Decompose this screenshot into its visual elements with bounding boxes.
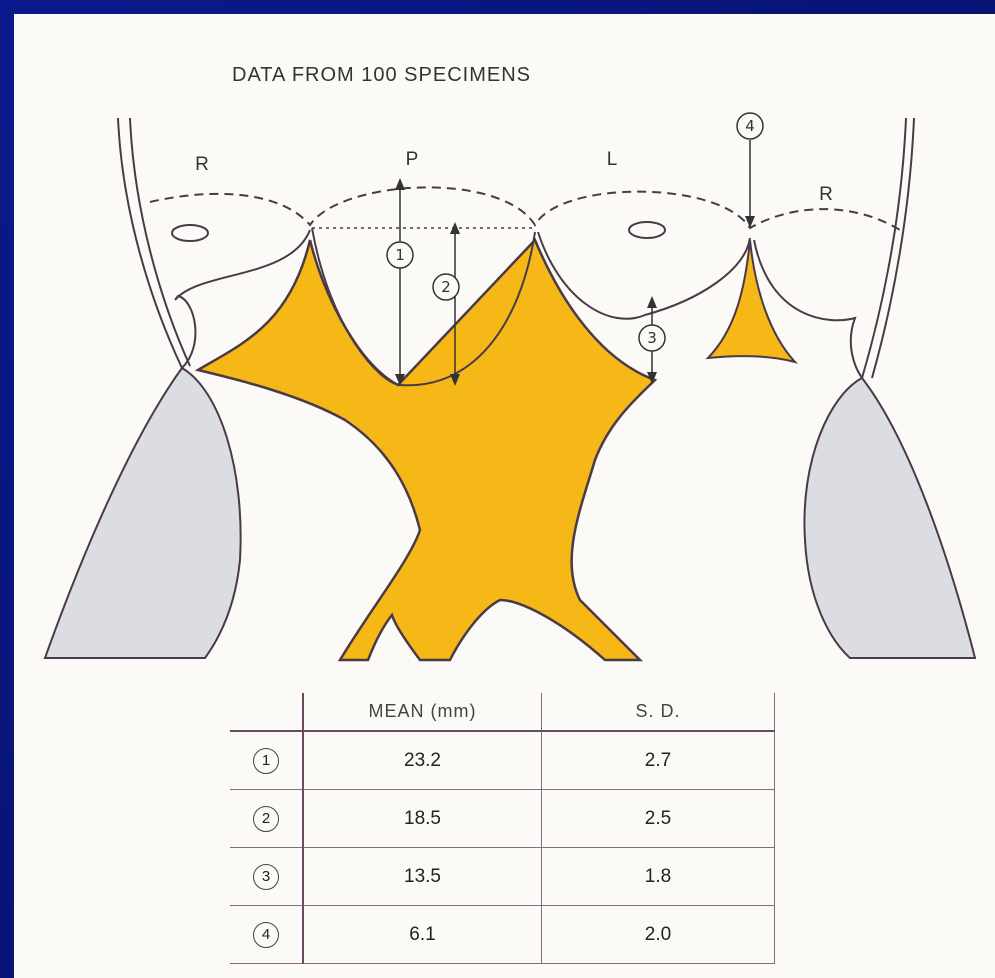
table-row: 4 6.1 2.0 [230, 905, 775, 964]
row-mean: 13.5 [303, 847, 542, 906]
measurement-table: MEAN (mm) S. D. 1 23.2 2.7 2 18.5 2.5 3 … [230, 693, 775, 964]
header-mean: MEAN (mm) [303, 693, 542, 732]
cusp-left-r [174, 229, 311, 369]
header-sd: S. D. [541, 693, 775, 732]
row-sd: 2.5 [541, 789, 775, 848]
table-row: 3 13.5 1.8 [230, 847, 775, 906]
right-ligament [705, 239, 799, 364]
marker-3-circle [638, 324, 666, 352]
table-row: 2 18.5 2.5 [230, 789, 775, 848]
region-label-r-left: R [195, 154, 209, 175]
left-inner-wall [129, 117, 191, 367]
right-outer-wall [861, 117, 907, 379]
central-ligament [194, 237, 658, 662]
marker-4-circle [736, 112, 764, 140]
ostium-left [628, 221, 666, 239]
region-label-p: P [406, 149, 419, 170]
table-header-row: MEAN (mm) S. D. [230, 693, 775, 732]
row-sd: 2.0 [541, 905, 775, 964]
row-sd: 1.8 [541, 847, 775, 906]
row-id: 1 [253, 747, 279, 774]
ostium-right [171, 224, 209, 242]
marker-3-label: 3 [647, 329, 657, 347]
left-outer-wall [117, 117, 183, 369]
row-id: 3 [253, 863, 279, 890]
cusp-l [537, 231, 751, 320]
right-inner-wall [871, 117, 915, 379]
dashed-annulus [149, 186, 901, 231]
row-id: 4 [253, 921, 279, 948]
region-label-r-right: R [819, 184, 833, 205]
row-mean: 23.2 [303, 731, 542, 790]
marker-2-circle [432, 273, 460, 301]
figure-title: DATA FROM 100 SPECIMENS [232, 64, 531, 86]
row-id: 2 [253, 805, 279, 832]
region-label-l: L [607, 149, 618, 170]
marker-1-label: 1 [395, 246, 405, 264]
cusp-right-r [753, 239, 863, 379]
row-mean: 6.1 [303, 905, 542, 964]
marker-1-circle [386, 241, 414, 269]
table-row: 1 23.2 2.7 [230, 731, 775, 790]
row-sd: 2.7 [541, 731, 775, 790]
left-grey-structure [43, 366, 242, 659]
right-grey-structure [803, 376, 977, 659]
marker-4-label: 4 [745, 117, 755, 135]
header-blank [230, 693, 304, 732]
marker-2-label: 2 [441, 278, 451, 296]
row-mean: 18.5 [303, 789, 542, 848]
